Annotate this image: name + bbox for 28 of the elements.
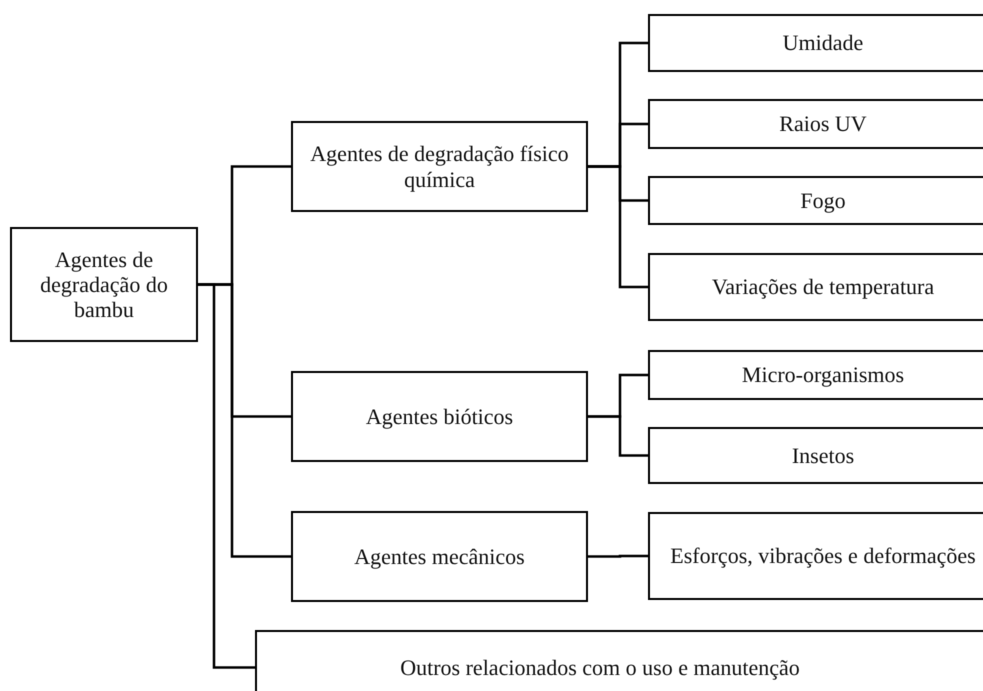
box-label: Esforços, vibrações e deformações: [670, 543, 976, 569]
box-label: Agentes mecânicos: [353, 544, 526, 570]
category-box: [10, 227, 198, 342]
box-label: Umidade: [782, 30, 864, 56]
connector-line: [588, 165, 648, 288]
category-box: [648, 99, 983, 149]
connector-line: [588, 554, 648, 558]
box-label: Variações de temperatura: [712, 274, 934, 300]
box-label: Fogo: [800, 188, 846, 214]
category-box: [648, 176, 983, 225]
category-box: [648, 512, 983, 600]
category-box: [255, 630, 983, 691]
box-label: Micro-organismos: [742, 362, 904, 388]
category-box: [291, 511, 588, 602]
box-label: Raios UV: [779, 111, 867, 137]
category-box: [648, 427, 983, 484]
category-box: [648, 253, 983, 321]
box-label: Agentes bióticos: [364, 404, 514, 430]
category-box: [648, 350, 983, 400]
box-label: Agentes de degradação físico química: [309, 141, 570, 192]
connector-line: [198, 283, 255, 669]
category-box: [291, 121, 588, 212]
box-label: Outros relacionados com o uso e manutenção: [400, 654, 800, 680]
category-box: [291, 371, 588, 462]
box-label: Insetos: [792, 442, 854, 468]
box-label: Agentes de degradação do bambu: [39, 246, 169, 322]
category-box: [648, 14, 983, 72]
connector-line: [588, 415, 648, 457]
